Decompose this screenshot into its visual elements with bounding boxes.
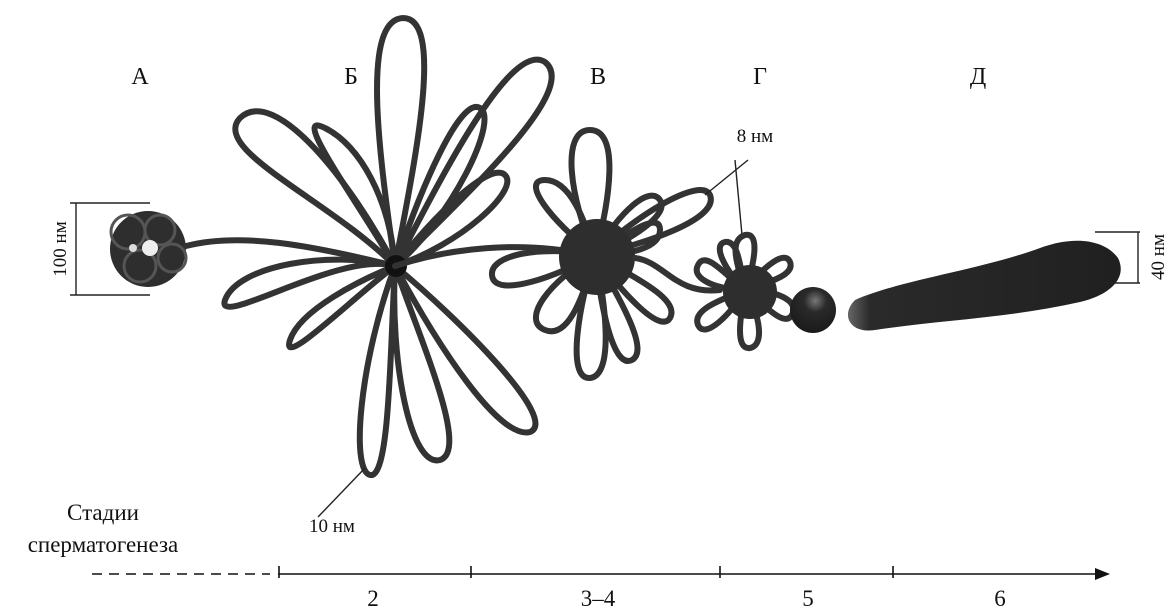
stage-label-d: Д (970, 64, 986, 90)
condensed-rod (847, 240, 1121, 331)
stage-label-a: А (131, 64, 149, 90)
stage-a-knot (70, 202, 188, 296)
dimension-label-100nm: 100 нм (50, 221, 71, 276)
axis-title-line2: сперматогенеза (28, 532, 179, 557)
axis-tick-label-2: 2 (367, 586, 379, 611)
condensed-ball (790, 287, 836, 333)
axis-tick-label-3-4: 3–4 (581, 586, 616, 611)
dimension-label-8nm: 8 нм (737, 126, 773, 147)
axis-arrowhead (1095, 568, 1110, 580)
axis-ticks (278, 566, 894, 578)
pointer-8nm (704, 159, 749, 236)
axis-tick-label-5: 5 (802, 586, 814, 611)
dimension-bracket-40nm (1095, 231, 1140, 284)
dimension-bracket-100nm (70, 202, 150, 296)
dimension-label-40nm: 40 нм (1148, 234, 1169, 280)
stage-label-v: В (590, 64, 606, 90)
stage-label-g: Г (753, 64, 767, 90)
axis-tick-label-6: 6 (994, 586, 1006, 611)
stage-label-b: Б (344, 64, 358, 90)
dimension-label-10nm: 10 нм (309, 516, 355, 537)
stage-d-rod (790, 231, 1140, 333)
pointer-10nm (317, 467, 366, 518)
stage-v-flower (489, 127, 714, 381)
axis-title-line1: Стадии (67, 500, 139, 525)
stage-b-loops (221, 15, 555, 478)
strand-v-g (632, 255, 723, 294)
